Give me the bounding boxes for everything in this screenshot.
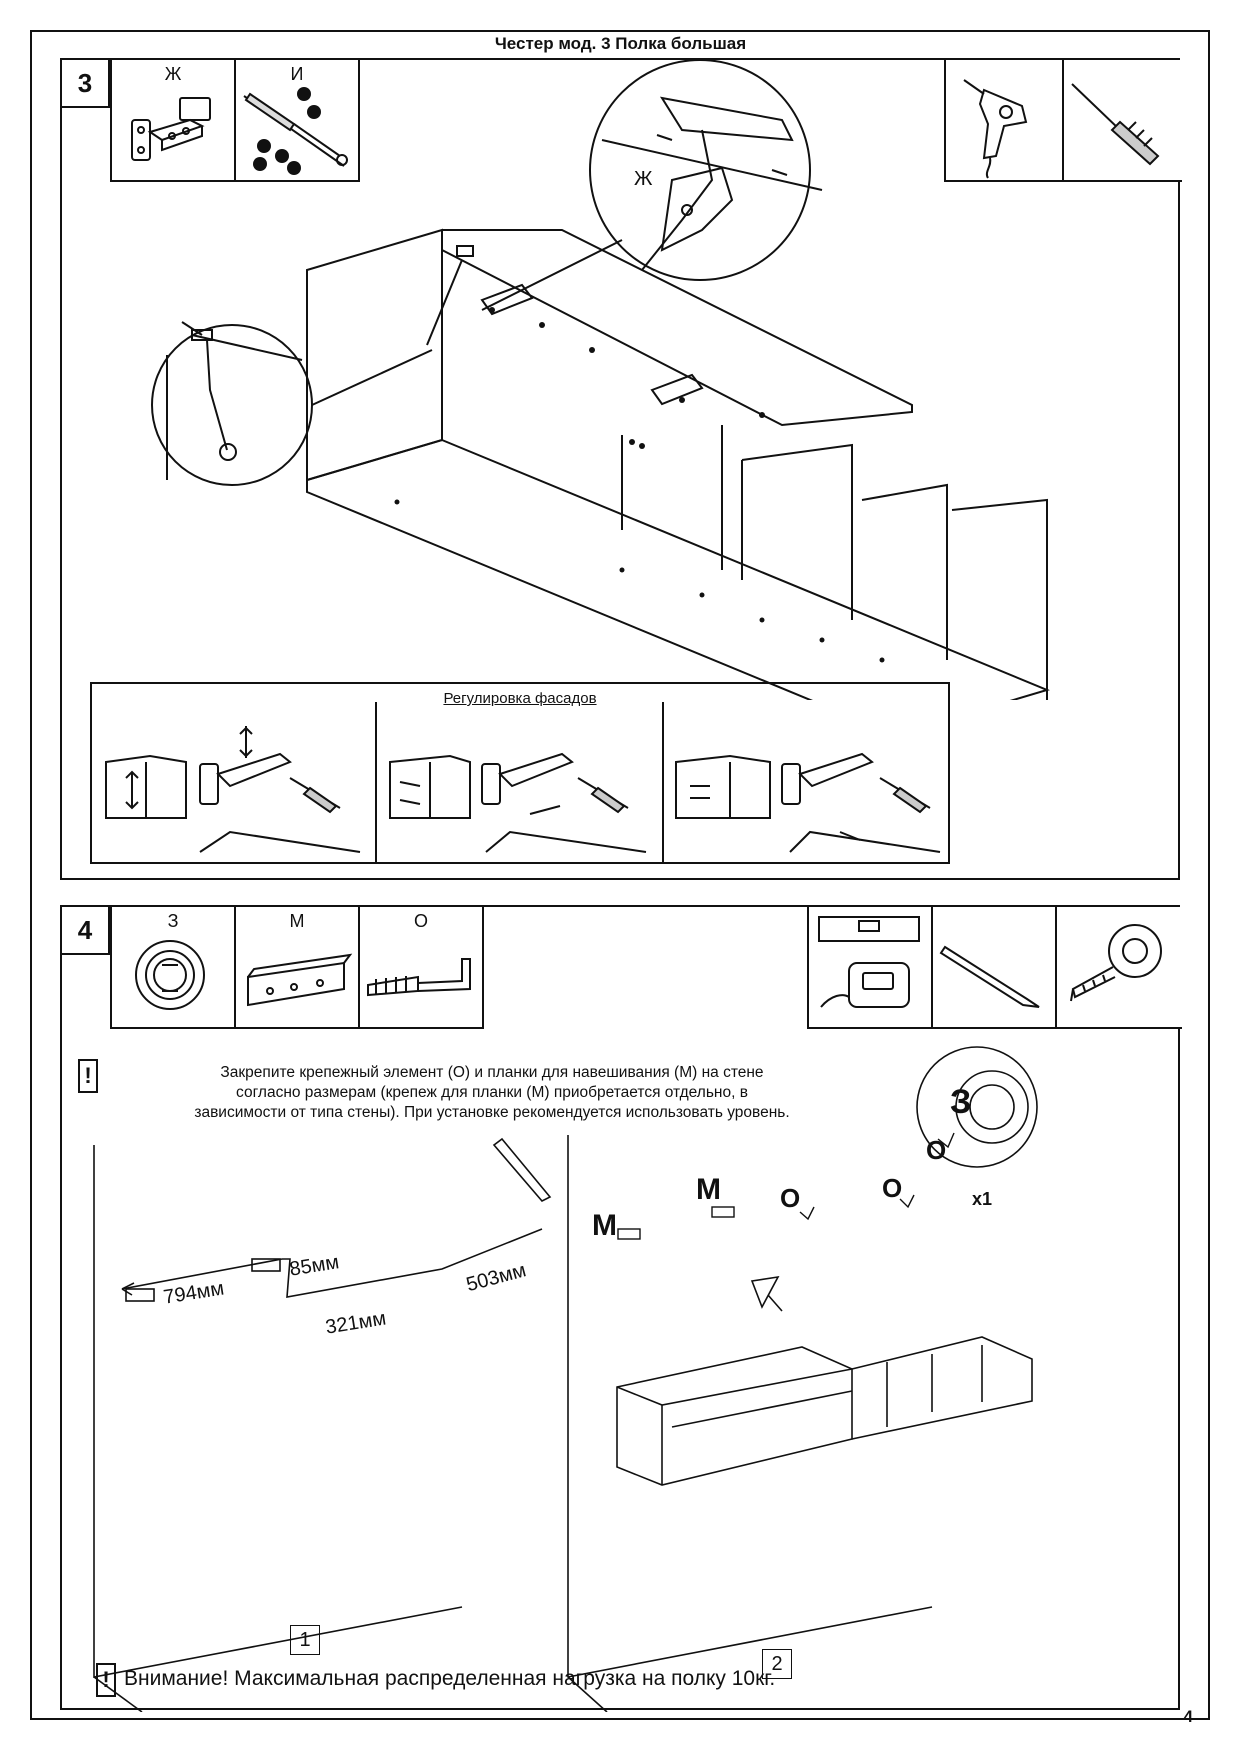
mounting-note: Закрепите крепежный элемент (О) и планки…: [102, 1063, 882, 1123]
part-label: Ж: [164, 64, 182, 84]
panel-number: 2: [762, 1649, 792, 1679]
part-o-box: О: [358, 907, 484, 1029]
tool-level-box: [807, 907, 933, 1029]
gas-lift-and-screws-icon: [243, 87, 348, 175]
drill-icon: [963, 79, 1028, 179]
page-frame: [30, 30, 1210, 1720]
part-m-box: М: [234, 907, 360, 1029]
part-label: И: [290, 64, 304, 84]
part-i-box: И: [234, 60, 360, 182]
max-load-warning: Внимание! Максимальная распределенная на…: [124, 1667, 776, 1690]
tape-measure-icon: [1070, 924, 1162, 1002]
step-4-section: 4 З М О: [60, 905, 1182, 1712]
quantity-label: х1: [972, 1189, 993, 1209]
wall-hook-ring-icon: [135, 940, 205, 1010]
part-label-m: М: [592, 1209, 617, 1242]
mounting-note-line: Закрепите крепежный элемент (О) и планки…: [220, 1064, 764, 1081]
part-zh-box: Ж: [110, 60, 236, 182]
step-3-section: 3 Ж И: [60, 58, 1182, 880]
mounting-note-line: согласно размерам (крепеж для планки (М)…: [236, 1084, 748, 1101]
spirit-level-icon: [818, 916, 920, 1008]
warning-icon: !: [78, 1059, 98, 1093]
step-number: 3: [62, 60, 110, 108]
part-label: О: [413, 911, 428, 931]
page-title: Честер мод. 3 Полка большая: [494, 34, 747, 53]
warning-icon: !: [96, 1663, 116, 1697]
part-label: З: [167, 911, 179, 931]
mounting-note-line: зависимости от типа стены). При установк…: [194, 1104, 790, 1121]
hinge-icon: [131, 97, 211, 161]
panel-number: 1: [290, 1625, 320, 1655]
part-label-o: О: [780, 1183, 801, 1213]
wall-marking-drawing: [93, 1046, 1038, 1712]
tool-tape-measure-box: [1055, 907, 1182, 1029]
part-label-o: О: [926, 1135, 947, 1165]
detail-label-zh: Ж: [634, 168, 653, 190]
facade-adjustment-drawings: [105, 702, 941, 862]
screwdriver-icon: [1071, 83, 1160, 166]
mounting-rail-icon: [247, 953, 353, 1007]
part-label: М: [289, 911, 305, 931]
tool-screwdriver-box: [1062, 60, 1182, 182]
part-label-z: З: [950, 1083, 972, 1121]
facade-adjustment-title: Регулировка фасадов: [443, 690, 597, 707]
shelf-assembly-drawing: [151, 60, 1050, 700]
part-label-o: О: [882, 1173, 903, 1203]
tool-drill-box: [944, 60, 1064, 182]
page-number: 4: [1183, 1707, 1193, 1726]
dowel-hook-icon: [367, 958, 471, 997]
facade-adjustment-box: Регулировка фасадов: [90, 682, 950, 864]
pencil-icon: [939, 945, 1040, 1008]
part-label-m: М: [696, 1173, 721, 1206]
step-number: 4: [62, 907, 110, 955]
